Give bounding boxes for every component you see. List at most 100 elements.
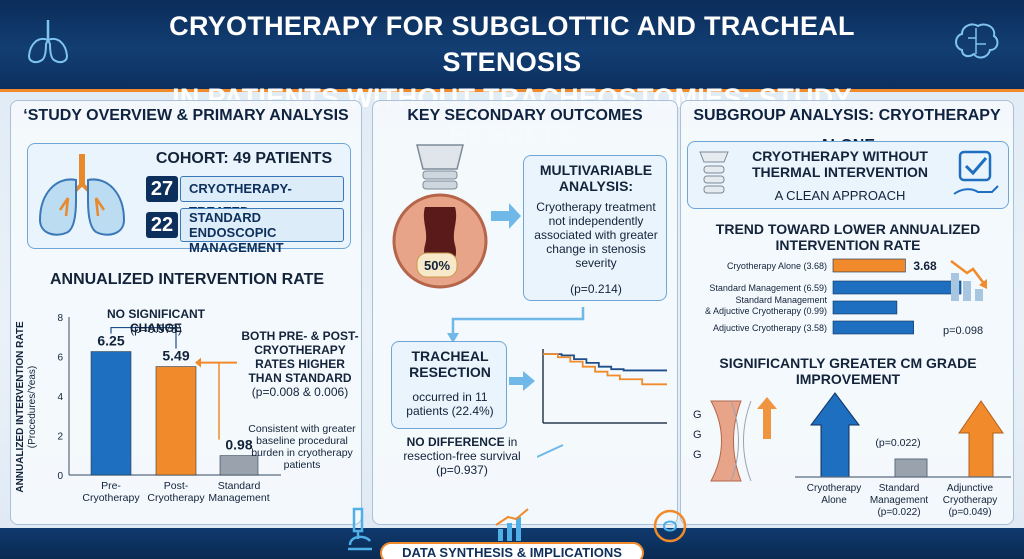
trend-category-label: Cryotherapy Alone (3.68) xyxy=(727,261,827,271)
air-ytick-label: 6 xyxy=(57,353,63,364)
mva-box: MULTIVARIABLE ANALYSIS: Cryotherapy trea… xyxy=(523,155,667,301)
trend-deco-bar xyxy=(975,289,983,301)
airway-graft-icon xyxy=(710,397,777,482)
air-category-label: Post- xyxy=(164,480,189,492)
air-bar xyxy=(90,351,132,476)
km-series-line xyxy=(543,353,667,372)
brain-icon xyxy=(955,23,999,59)
resection-text: occurred in 11 patients (22.4%) xyxy=(406,390,494,418)
footer-label: DATA SYNTHESIS & IMPLICATIONS xyxy=(380,542,644,559)
air-bar-value: 0.98 xyxy=(225,437,252,453)
cm-bar-cryo-alone xyxy=(810,392,860,478)
stenosis-pct: 50% xyxy=(424,258,450,273)
microscope-icon xyxy=(348,507,372,551)
trend-category-label: Adjuctive Cryotherapy (3.58) xyxy=(713,323,827,333)
title-line-1: CRYOTHERAPY FOR SUBGLOTTIC AND TRACHEAL … xyxy=(169,11,855,77)
trend-bar xyxy=(832,280,962,295)
arrow-right-icon xyxy=(491,203,521,229)
mva-p: (p=0.214) xyxy=(570,282,622,296)
km-survival-chart xyxy=(542,349,667,424)
trend-deco-bar xyxy=(951,273,959,301)
air-category-label: Cryotherapy xyxy=(147,492,205,504)
air-ylabel-text: ANNUALIZED INTERVENTION RATE xyxy=(15,321,26,493)
air-bar-value: 5.49 xyxy=(162,348,189,364)
air-category-label: Cryotherapy xyxy=(82,492,140,504)
cm-bar-adjunctive xyxy=(958,400,1004,478)
resection-title: TRACHEAL RESECTION xyxy=(409,348,491,380)
no-difference-rest: in resection-free survival xyxy=(403,435,521,463)
no-difference-bold: NO DIFFERENCE xyxy=(406,435,505,449)
trend-down-arrow-head xyxy=(979,279,987,289)
compare-text: BOTH PRE- & POST-CRYOTHERAPY RATES HIGHE… xyxy=(241,329,359,385)
subgroup-panel: SUBGROUP ANALYSIS: CRYOTHERAPY ALONE CRY… xyxy=(680,100,1014,525)
air-bar-value: 6.25 xyxy=(97,333,124,349)
cryo-alone-box: CRYOTHERAPY WITHOUT THERMAL INTERVENTION… xyxy=(687,141,1009,209)
air-category-label: Standard xyxy=(218,480,261,492)
group2-label: STANDARD ENDOSCOPIC MANAGEMENT xyxy=(180,208,344,255)
cryo-alone-title: CRYOTHERAPY WITHOUT THERMAL INTERVENTION xyxy=(751,148,929,180)
trend-bar-chart: Cryotherapy Alone (3.68) Standard Managem… xyxy=(705,258,987,337)
check-hand-icon xyxy=(953,150,999,195)
elbow-arrow-icon xyxy=(447,307,585,343)
mva-text: Cryotherapy treatment not independently … xyxy=(534,200,658,270)
g-label-2: G xyxy=(693,429,702,441)
cohort-label: COHORT: 49 PATIENTS xyxy=(155,150,333,167)
g-label-1: G xyxy=(693,409,702,421)
cm-cat-3: Adjunctive Cryotherapy (p=0.049) xyxy=(942,483,998,518)
air-bar xyxy=(219,455,259,476)
km-series-line xyxy=(543,353,667,386)
trend-bar xyxy=(832,258,906,273)
cm-title: SIGNIFICANTLY GREATER CM GRADE IMPROVEME… xyxy=(719,355,977,387)
cryo-alone-sub: A CLEAN APPROACH xyxy=(774,188,906,203)
no-change-bracket xyxy=(110,326,177,349)
lungs-illustration-icon xyxy=(38,154,126,236)
trend-category-label: Standard Management xyxy=(735,295,827,305)
air-category-label: Pre- xyxy=(101,480,121,492)
air-ylabel: ANNUALIZED INTERVENTION RATE (Procedures… xyxy=(15,307,39,507)
no-difference-text: NO DIFFERENCE in resection-free survival… xyxy=(387,435,537,477)
subgroup-title: SUBGROUP ANALYSIS: CRYOTHERAPY ALONE xyxy=(693,107,1001,154)
chart-trend-icon xyxy=(495,508,529,541)
cm-cat-2: Standard Management (p=0.022) xyxy=(869,483,929,518)
overview-title: ‘STUDY OVERVIEW & PRIMARY ANALYSIS xyxy=(23,107,349,124)
trachea-stenosis-icon: 50% xyxy=(392,144,488,289)
cohort-box: COHORT: 49 PATIENTS 27 CRYOTHERAPY-TREAT… xyxy=(27,143,351,255)
trend-title: TREND TOWARD LOWER ANNUALIZED INTERVENTI… xyxy=(715,221,981,253)
trend-deco-bar xyxy=(963,281,971,301)
trend-bar xyxy=(832,320,914,335)
group2-count: 22 xyxy=(146,212,178,238)
pointer-line xyxy=(537,444,564,458)
trend-down-arrow xyxy=(950,260,986,286)
air-category-label: Management xyxy=(208,492,269,504)
air-ytick-label: 4 xyxy=(57,392,63,403)
trend-highlight-value: 3.68 xyxy=(913,259,937,273)
arrow-right-icon-2 xyxy=(509,371,535,391)
air-ytick-label: 8 xyxy=(57,313,63,324)
no-change-label: NO SIGNIFICANT CHANGE xyxy=(107,307,205,335)
cm-p-mid: (p=0.022) xyxy=(875,437,921,449)
trend-category-label: Standard Management (6.59) xyxy=(709,283,827,293)
air-bar xyxy=(155,366,197,476)
cm-cat-1: Cryotherapy Alone xyxy=(806,483,862,506)
trachea-small-icon xyxy=(699,151,729,194)
trend-p-value: p=0.098 xyxy=(943,325,983,337)
air-ytick-label: 2 xyxy=(57,432,63,443)
secondary-title: KEY SECONDARY OUTCOMES xyxy=(407,107,643,124)
cm-bar-chart xyxy=(795,392,1011,478)
consistent-note: Consistent with greater baseline procedu… xyxy=(248,423,356,471)
header-banner: CRYOTHERAPY FOR SUBGLOTTIC AND TRACHEAL … xyxy=(0,0,1024,149)
lungs-icon xyxy=(27,20,69,64)
cm-bar-standard xyxy=(894,458,928,478)
mva-title: MULTIVARIABLE ANALYSIS: xyxy=(539,162,653,194)
resection-box: TRACHEAL RESECTION occurred in 11 patien… xyxy=(391,341,507,429)
trend-category-label: & Adjuctive Cryotherapy (0.99) xyxy=(705,306,827,316)
no-change-p: (p=0.978) xyxy=(130,322,182,336)
group1-label: CRYOTHERAPY-TREATED xyxy=(180,176,344,219)
compare-arrow-head xyxy=(195,357,201,368)
head-brain-icon xyxy=(653,509,687,543)
trend-bar xyxy=(832,300,898,315)
no-difference-p: (p=0.937) xyxy=(436,463,488,477)
overview-panel: ‘STUDY OVERVIEW & PRIMARY ANALYSIS COHOR… xyxy=(10,100,362,525)
air-ytick-label: 0 xyxy=(57,471,63,482)
compare-p: (p=0.008 & 0.006) xyxy=(251,385,349,399)
